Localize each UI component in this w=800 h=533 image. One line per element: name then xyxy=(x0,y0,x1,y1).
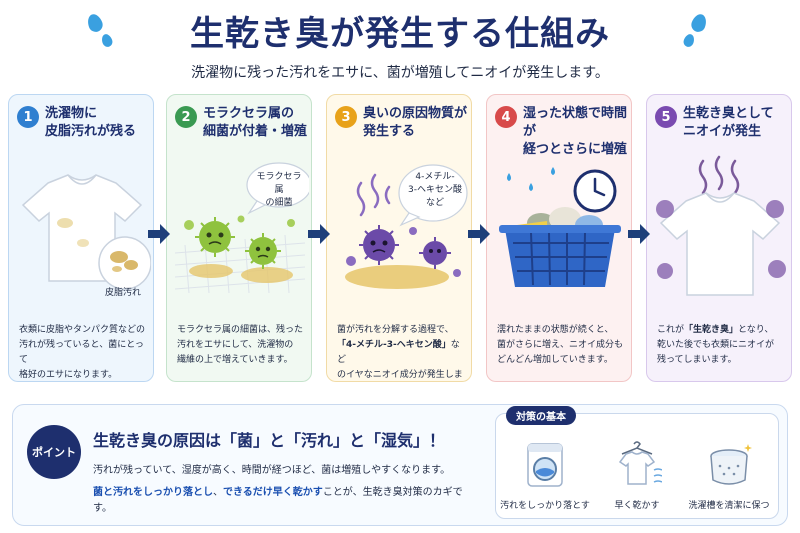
step-description: 濡れたままの状態が続くと、 菌がさらに増え、ニオイ成分も どんどん増加していきま… xyxy=(497,325,624,365)
step-description: モラクセラ属の細菌は、残った 汚れをエサにして、洗濯物の 繊維の上で増えていきま… xyxy=(177,325,304,365)
desc-part: など のイヤなニオイ成分が発生します。 xyxy=(337,340,463,380)
countermeasure-text: 早く乾かす xyxy=(614,501,660,511)
text-part: ことが、生乾き臭対策のカギです。 xyxy=(93,487,463,514)
step-number: 2 xyxy=(175,106,197,128)
step-2-card: 2 モラクセラ属の 細菌が付着・増殖 モラクセラ属 の細菌 モラクセラ属の細菌は… xyxy=(166,94,312,382)
step-description: これが「生乾き臭」となり、 乾いた後でも衣類にニオイが 残ってしまいます。 xyxy=(657,323,787,368)
countermeasure-text: 洗濯槽を清潔に保つ xyxy=(688,501,770,511)
step-number: 1 xyxy=(17,106,39,128)
desc-part: となり、 乾いた後でも衣類にニオイが 残ってしまいます。 xyxy=(657,325,775,365)
cause-heading: 生乾き臭の原因は「菌」と「汚れ」と「湿気」！ xyxy=(93,431,446,450)
page-title: 生乾き臭が発生する仕組み xyxy=(190,14,610,54)
step-number: 3 xyxy=(335,106,357,128)
highlight-dry: できるだけ早く乾かす xyxy=(223,487,323,498)
countermeasure-label: 対策の基本 xyxy=(506,406,576,425)
step-number: 5 xyxy=(655,106,677,128)
point-badge: ポイント xyxy=(27,425,81,479)
step-number: 4 xyxy=(495,106,517,128)
desc-highlight: 「生乾き臭」 xyxy=(684,325,739,335)
countermeasure-item-dry: 早く乾かす xyxy=(592,436,682,516)
laundry-basket-illustration xyxy=(499,167,621,287)
point-panel: ポイント 生乾き臭の原因は「菌」と「汚れ」と「湿気」！ 汚れが残っていて、湿度が… xyxy=(12,404,788,526)
countermeasure-text: 汚れをしっかり落とす xyxy=(500,501,590,511)
cause-line-2: 菌と汚れをしっかり落とし、できるだけ早く乾かすことが、生乾き臭対策のカギです。 xyxy=(93,485,473,517)
smelly-shirt-illustration xyxy=(656,155,786,296)
highlight-clean: 菌と汚れをしっかり落とし xyxy=(93,487,213,498)
countermeasure-box: 対策の基本 汚れをしっかり落とす 早く乾かす xyxy=(495,406,779,519)
desc-part: これが xyxy=(657,325,685,335)
cause-description: 汚れが残っていて、湿度が高く、時間が経つほど、菌は増殖しやすくなります。 菌と汚… xyxy=(93,463,473,517)
step-1-card: 1 洗濯物に 皮脂汚れが残る 皮脂汚れ 衣類に皮脂やタンパク質などの 汚れが残っ… xyxy=(8,94,154,382)
step-title: モラクセラ属の 細菌が付着・増殖 xyxy=(203,106,308,139)
arrow-right-icon xyxy=(468,224,490,244)
page-subtitle: 洗濯物に残った汚れをエサに、菌が増殖してニオイが発生します。 xyxy=(191,65,609,81)
step-description: 菌が汚れを分解する過程で、 「4-メチル-3-ヘキセン酸」など のイヤなニオイ成… xyxy=(337,323,467,381)
step-title: 臭いの原因物質が 発生する xyxy=(363,106,468,139)
text-part: 、 xyxy=(213,487,223,498)
step-4-card: 4 湿った状態で時間が 経つとさらに増殖 濡れたままの状態が続くと、 菌がさらに… xyxy=(486,94,632,382)
step-title: 生乾き臭として ニオイが発生 xyxy=(683,106,774,139)
step-3-card: 3 臭いの原因物質が 発生する 4-メチル- 3-ヘキセン酸 など 菌が汚れを分… xyxy=(326,94,472,382)
countermeasure-item-clean: 汚れをしっかり落とす xyxy=(500,436,590,516)
countermeasure-item-drum: 洗濯槽を清潔に保つ xyxy=(684,436,774,516)
clock-icon xyxy=(573,169,617,213)
arrow-right-icon xyxy=(308,224,330,244)
step-5-card: 5 生乾き臭として ニオイが発生 これが「生乾き臭」となり、 乾いた後でも衣類に… xyxy=(646,94,792,382)
bacteria-on-fabric-illustration xyxy=(174,162,309,294)
arrow-right-icon xyxy=(148,224,170,244)
step-title: 洗濯物に 皮脂汚れが残る xyxy=(45,106,137,139)
tshirt-stain-illustration xyxy=(21,174,151,290)
odor-molecules-illustration xyxy=(345,164,468,289)
title-area: 生乾き臭が発生する仕組み xyxy=(0,6,800,55)
washing-machine-icon xyxy=(527,443,563,487)
desc-highlight: 「4-メチル-3-ヘキセン酸」 xyxy=(337,340,451,350)
hanging-shirt-icon xyxy=(618,441,662,485)
bacteria-label: モラクセラ属 の細菌 xyxy=(256,172,302,208)
cause-line-1: 汚れが残っていて、湿度が高く、時間が経つほど、菌は増殖しやすくなります。 xyxy=(93,465,451,476)
washing-drum-icon xyxy=(710,444,752,485)
step-title: 湿った状態で時間が 経つとさらに増殖 xyxy=(523,106,628,157)
arrow-right-icon xyxy=(628,224,650,244)
step-description: 衣類に皮脂やタンパク質などの 汚れが残っていると、菌にとって 格好のエサになりま… xyxy=(19,325,146,380)
desc-part: 菌が汚れを分解する過程で、 xyxy=(337,325,454,335)
stain-label: 皮脂汚れ xyxy=(105,288,142,298)
odor-compound-label: 4-メチル- 3-ヘキセン酸 など xyxy=(408,172,462,208)
